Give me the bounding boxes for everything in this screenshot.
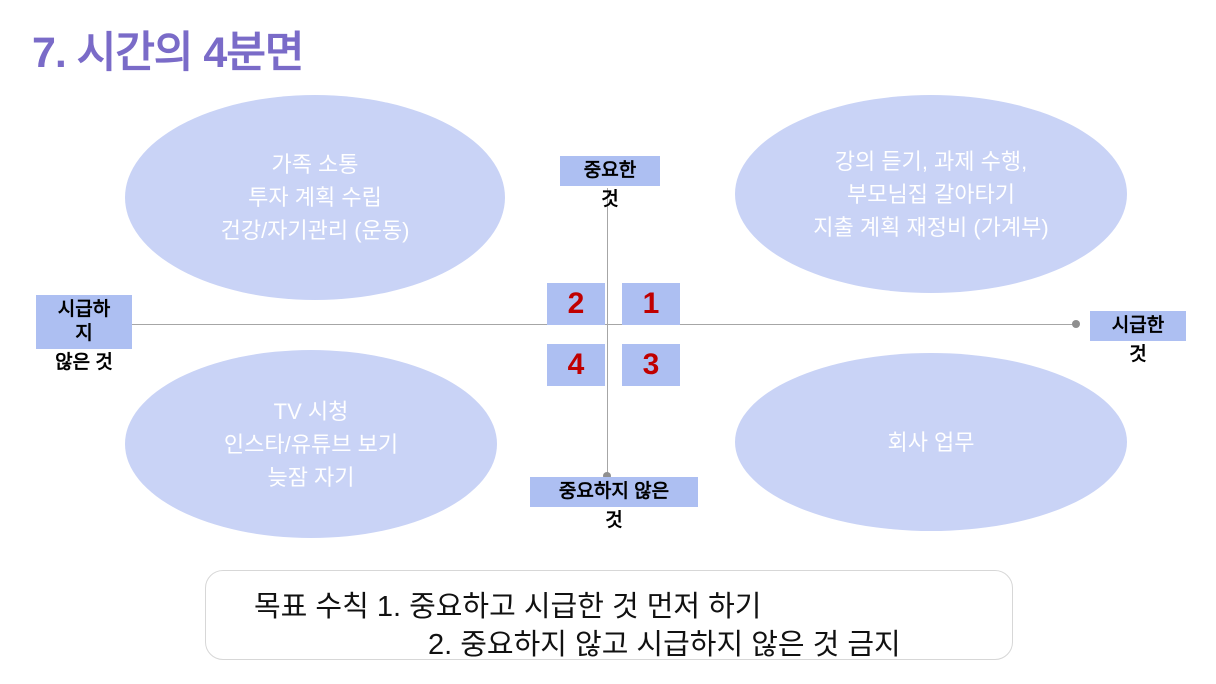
axis-label-urgent-box: 시급한: [1090, 311, 1186, 341]
axis-label-not-urgent-rest: 않은 것: [55, 351, 113, 373]
axis-dot-bottom: [603, 472, 611, 480]
quadrant-1-items: 강의 듣기, 과제 수행, 부모님집 갈아타기 지출 계획 재정비 (가계부): [813, 148, 1049, 240]
axis-label-important-rest: 것: [601, 188, 619, 210]
quadrant-number-1: 1: [622, 283, 680, 325]
axis-label-urgent: 시급한 것: [1090, 311, 1186, 367]
vertical-axis-line: [607, 188, 608, 477]
axis-label-not-important-box: 중요하지 않은: [530, 477, 698, 507]
quadrant-ellipse-bottom-right: 회사 업무: [735, 353, 1127, 531]
quadrant-4-items: TV 시청 인스타/유튜브 보기 늦잠 자기: [223, 398, 399, 490]
quadrant-ellipse-bottom-left: TV 시청 인스타/유튜브 보기 늦잠 자기: [125, 350, 497, 538]
axis-label-not-important: 중요하지 않은 것: [530, 477, 698, 533]
quadrant-ellipse-top-right: 강의 듣기, 과제 수행, 부모님집 갈아타기 지출 계획 재정비 (가계부): [735, 95, 1127, 293]
page-title: 7. 시간의 4분면: [32, 29, 304, 77]
quadrant-3-items: 회사 업무: [887, 429, 975, 455]
quadrant-number-2: 2: [547, 283, 605, 325]
axis-dot-right: [1072, 320, 1080, 328]
quadrant-ellipse-top-left: 가족 소통 투자 계획 수립 건강/자기관리 (운동): [125, 95, 505, 300]
goal-rule-2: 2. 중요하지 않고 시급하지 않은 것 금지: [428, 629, 901, 661]
axis-label-not-urgent-box: 시급하 지: [36, 295, 132, 349]
axis-label-not-important-rest: 것: [605, 509, 623, 531]
quadrant-number-3: 3: [622, 344, 680, 386]
axis-label-urgent-rest: 것: [1129, 343, 1147, 365]
quadrant-number-4-label: 4: [567, 348, 585, 381]
axis-label-important: 중요한 것: [560, 156, 660, 212]
quadrant-number-4: 4: [547, 344, 605, 386]
goal-rules-box: 목표 수칙 1. 중요하고 시급한 것 먼저 하기 2. 중요하지 않고 시급하…: [205, 570, 1013, 661]
axis-label-not-urgent: 시급하 지 않은 것: [36, 295, 132, 374]
quadrant-number-3-label: 3: [642, 348, 660, 381]
quadrant-number-2-label: 2: [567, 287, 585, 320]
goal-rule-1: 목표 수칙 1. 중요하고 시급한 것 먼저 하기: [254, 591, 762, 623]
quadrant-number-1-label: 1: [642, 287, 660, 320]
axis-label-important-box: 중요한: [560, 156, 660, 186]
quadrant-2-items: 가족 소통 투자 계획 수립 건강/자기관리 (운동): [220, 152, 410, 243]
